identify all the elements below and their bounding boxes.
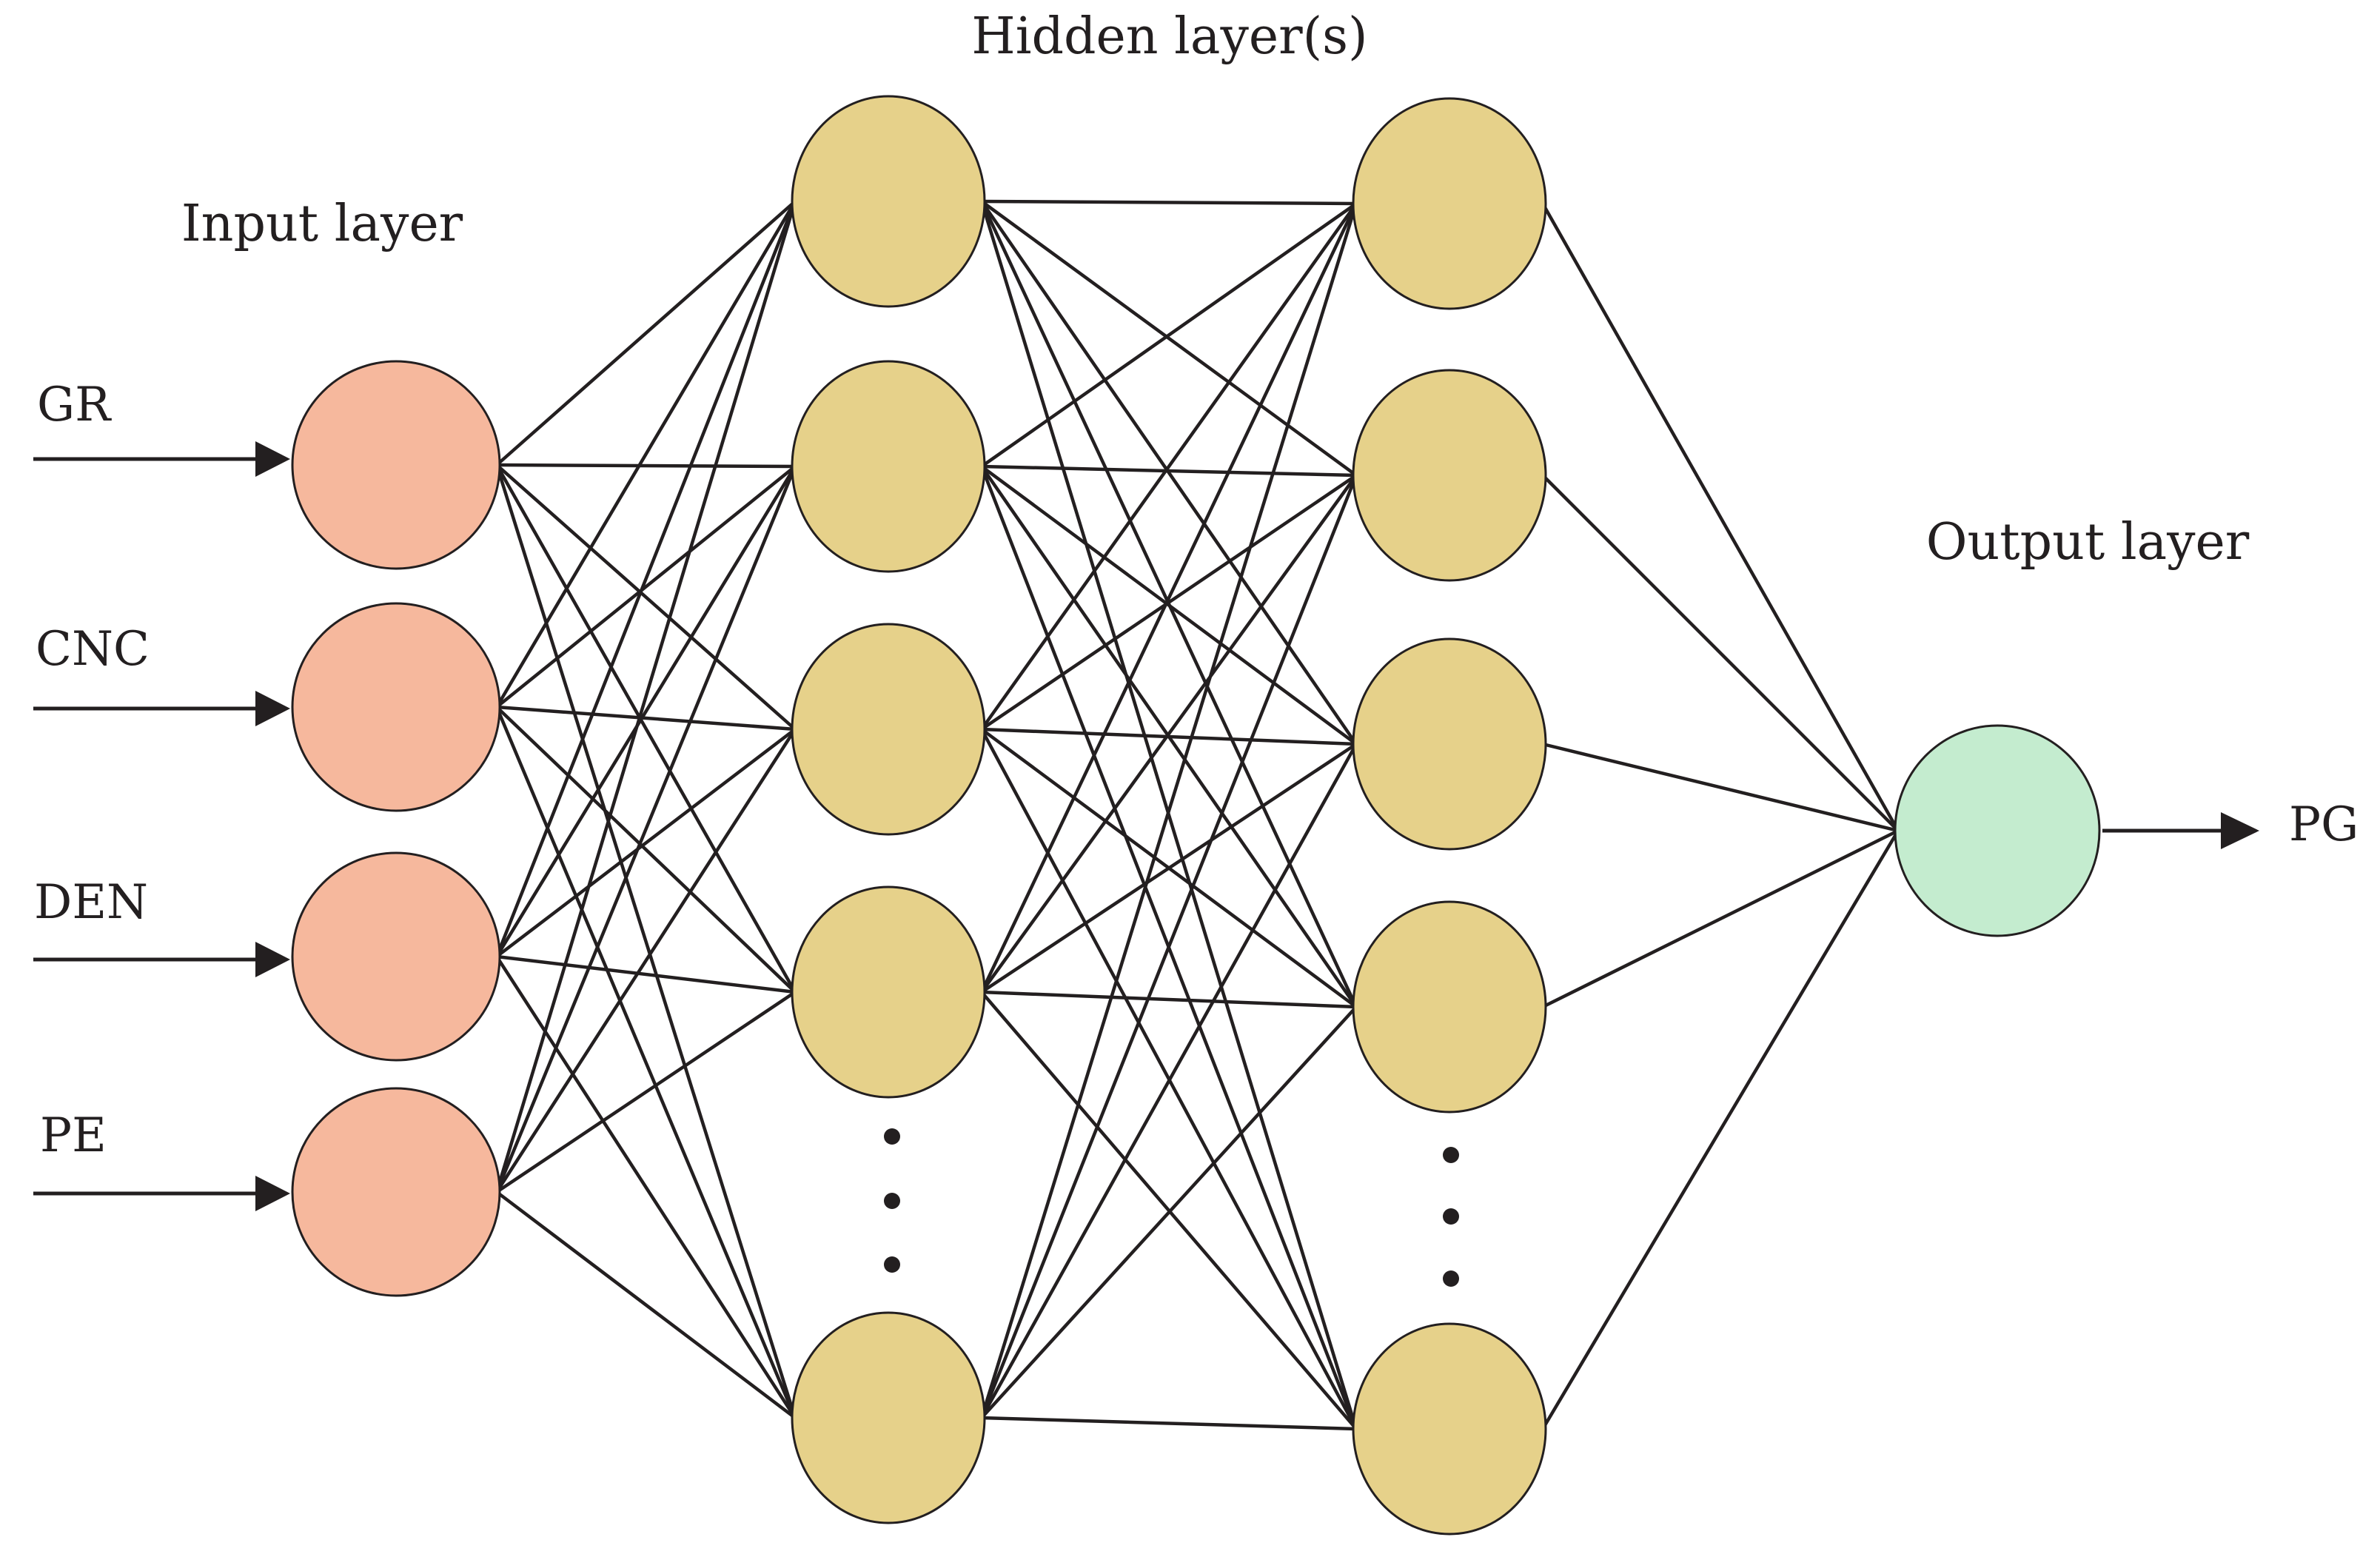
connection-input-0-hidden1-1 xyxy=(496,463,796,469)
input-label-2: DEN xyxy=(34,875,148,930)
connection-input-1-hidden1-1 xyxy=(495,465,797,709)
connection-input-3-hidden1-1 xyxy=(495,466,797,1193)
ellipsis-dot-0-0 xyxy=(884,1128,900,1145)
connection-hidden1-3-hidden2-0 xyxy=(979,203,1358,993)
hidden2-node-4 xyxy=(1352,1322,1547,1536)
ellipsis-dot-0-2 xyxy=(884,1256,900,1273)
connection-hidden2-1-output-0 xyxy=(1541,474,1900,832)
input-node-0 xyxy=(291,360,501,570)
nodes xyxy=(291,95,2101,1536)
output-label: PG xyxy=(2289,797,2359,852)
connection-input-1-hidden1-3 xyxy=(495,706,797,994)
hidden1-node-2 xyxy=(791,623,986,836)
hidden2-node-2 xyxy=(1352,637,1547,851)
connection-hidden1-3-hidden2-3 xyxy=(981,990,1357,1009)
connection-hidden1-4-hidden2-0 xyxy=(979,203,1358,1419)
connection-input-1-hidden1-0 xyxy=(495,200,797,709)
connection-hidden1-4-hidden2-3 xyxy=(980,1005,1358,1419)
output-layer-label: Output layer xyxy=(1926,513,2250,572)
connection-input-0-hidden1-2 xyxy=(495,463,797,731)
connection-input-0-hidden1-3 xyxy=(495,463,797,994)
connection-input-2-hidden1-1 xyxy=(495,465,797,958)
connection-hidden1-3-hidden2-1 xyxy=(980,474,1358,994)
connection-input-1-hidden1-4 xyxy=(495,706,797,1419)
input-arrow-head-0 xyxy=(255,441,290,477)
connection-hidden1-2-hidden2-1 xyxy=(980,474,1358,731)
connection-input-2-hidden1-4 xyxy=(495,955,797,1419)
connection-input-3-hidden1-4 xyxy=(495,1191,797,1419)
ellipsis-dot-1-2 xyxy=(1443,1270,1459,1287)
connection-input-3-hidden1-0 xyxy=(495,201,797,1193)
connection-hidden1-1-hidden2-0 xyxy=(980,202,1358,468)
connection-hidden1-0-hidden2-0 xyxy=(981,199,1357,206)
hidden2-node-3 xyxy=(1352,900,1547,1114)
input-label-1: CNC xyxy=(36,622,150,677)
connection-input-3-hidden1-3 xyxy=(495,991,797,1193)
input-node-1 xyxy=(291,602,501,812)
connection-hidden1-0-hidden2-2 xyxy=(980,200,1358,746)
connection-hidden2-2-output-0 xyxy=(1542,742,1899,833)
hidden2-node-0 xyxy=(1352,97,1547,310)
connection-hidden2-4-output-0 xyxy=(1541,829,1900,1430)
connection-input-2-hidden1-3 xyxy=(496,954,796,994)
connection-hidden1-4-hidden2-4 xyxy=(981,1416,1357,1431)
connection-hidden1-2-hidden2-2 xyxy=(981,727,1357,746)
connection-input-3-hidden1-2 xyxy=(495,728,797,1193)
ellipsis-dot-0-1 xyxy=(884,1193,900,1209)
arrows xyxy=(33,441,2259,1211)
connection-hidden1-4-hidden2-2 xyxy=(980,743,1358,1419)
output-arrow-head xyxy=(2221,812,2259,849)
ellipsis-dot-1-0 xyxy=(1443,1147,1459,1163)
ellipsis-dots xyxy=(884,1128,1459,1287)
input-label-0: GR xyxy=(37,378,112,432)
input-node-2 xyxy=(291,851,501,1062)
connection-hidden1-4-hidden2-1 xyxy=(979,475,1358,1419)
output-node-0 xyxy=(1894,724,2101,937)
hidden1-node-1 xyxy=(791,360,986,573)
hidden2-node-1 xyxy=(1352,369,1547,582)
connection-hidden2-0-output-0 xyxy=(1541,202,1900,832)
connection-input-2-hidden1-0 xyxy=(495,201,797,957)
connection-input-2-hidden1-2 xyxy=(495,728,797,958)
hidden1-node-4 xyxy=(791,1311,986,1524)
connection-hidden1-2-hidden2-0 xyxy=(980,202,1358,731)
connection-hidden1-3-hidden2-2 xyxy=(980,743,1358,994)
connection-hidden1-1-hidden2-2 xyxy=(980,465,1358,746)
connection-hidden1-1-hidden2-1 xyxy=(981,464,1357,478)
connection-input-0-hidden1-0 xyxy=(495,200,797,466)
input-label-3: PE xyxy=(40,1108,107,1163)
connection-hidden2-3-output-0 xyxy=(1542,828,1899,1009)
input-arrow-head-3 xyxy=(255,1176,290,1211)
input-arrow-head-1 xyxy=(255,691,290,726)
hidden1-node-3 xyxy=(791,885,986,1099)
hidden-layer-label: Hidden layer(s) xyxy=(971,7,1367,66)
connections xyxy=(495,199,1900,1431)
ellipsis-dot-1-1 xyxy=(1443,1208,1459,1225)
input-layer-label: Input layer xyxy=(181,195,463,253)
input-arrow-head-2 xyxy=(255,942,290,977)
input-node-3 xyxy=(291,1087,501,1297)
connection-hidden1-0-hidden2-1 xyxy=(980,200,1358,477)
hidden1-node-0 xyxy=(791,95,986,308)
connection-input-1-hidden1-2 xyxy=(496,705,796,731)
connection-input-0-hidden1-4 xyxy=(495,464,797,1419)
